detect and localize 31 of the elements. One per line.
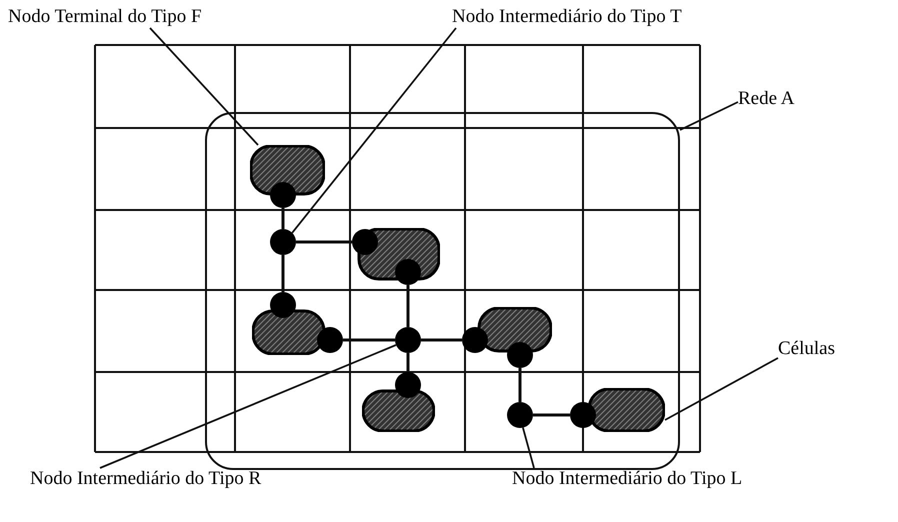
callout-label: Nodo Intermediário do Tipo R <box>30 468 262 490</box>
leader-line <box>664 357 778 421</box>
callout-label: Nodo Intermediário do Tipo L <box>512 468 742 490</box>
connection-line <box>533 414 570 416</box>
terminal-cell <box>352 228 440 285</box>
terminal-cell <box>362 372 435 432</box>
network-boundary <box>205 112 680 470</box>
leader-line <box>149 27 259 146</box>
terminal-cell <box>462 307 552 368</box>
connection-line <box>296 240 352 244</box>
callout-label: Nodo Intermediário do Tipo T <box>452 6 682 28</box>
callout-label: Células <box>778 338 835 360</box>
junction-dot <box>395 327 421 353</box>
junction-dot <box>270 229 296 255</box>
leader-line <box>100 344 396 469</box>
connection-line <box>406 285 410 327</box>
leader-line <box>680 101 738 131</box>
leader-line <box>522 427 535 468</box>
leader-line <box>291 27 457 234</box>
connection-line <box>343 338 395 342</box>
connection-line <box>282 208 284 229</box>
terminal-cell <box>250 145 325 208</box>
connection-line <box>282 255 284 292</box>
terminal-cell <box>570 388 665 432</box>
junction-dot <box>507 402 533 428</box>
terminal-cell <box>252 292 343 355</box>
connection-line <box>518 368 522 402</box>
callout-label: Rede A <box>738 88 794 110</box>
callout-label: Nodo Terminal do Tipo F <box>8 6 202 28</box>
connection-line <box>421 338 462 342</box>
connection-line <box>406 353 410 372</box>
